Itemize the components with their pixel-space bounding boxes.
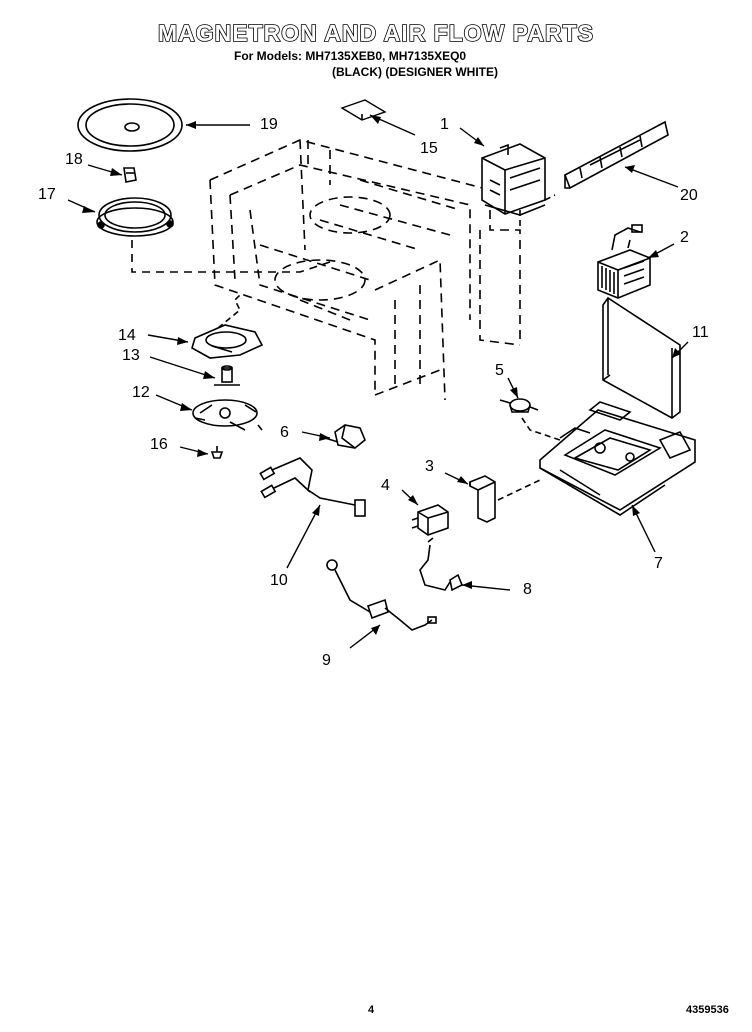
- tray-coupler: [123, 167, 137, 183]
- high-voltage-capacitor: [411, 504, 449, 536]
- page-number: 4: [368, 1004, 375, 1016]
- roller-support: [96, 197, 174, 237]
- callout-12: 12: [132, 384, 150, 401]
- high-voltage-diode: [419, 537, 464, 592]
- callout-16: 16: [150, 436, 168, 453]
- callout-14: 14: [118, 327, 136, 344]
- callout-20: 20: [680, 187, 698, 204]
- fan-hub: [214, 365, 240, 386]
- callout-8: 8: [523, 581, 532, 598]
- fan-blade: [191, 294, 264, 359]
- cooling-fan: [192, 399, 263, 431]
- callout-17: 17: [38, 186, 56, 203]
- callout-7: 7: [654, 555, 663, 572]
- callout-3: 3: [425, 458, 434, 475]
- screw: [210, 446, 224, 459]
- callout-5: 5: [495, 362, 504, 379]
- colors-line: (BLACK) (DESIGNER WHITE): [332, 65, 498, 79]
- callout-6: 6: [280, 424, 289, 441]
- page-title: MAGNETRON AND AIR FLOW PARTS: [157, 19, 594, 47]
- air-guide: [563, 120, 669, 190]
- magnetron: [481, 143, 546, 216]
- callout-13: 13: [122, 347, 140, 364]
- document-number: 4359536: [686, 1004, 729, 1016]
- air-duct-plate: [602, 296, 681, 419]
- arrowheads: [82, 115, 681, 635]
- mounting-bracket: [469, 475, 496, 523]
- glass-tray: [77, 98, 183, 152]
- callout-15: 15: [420, 140, 438, 157]
- callout-2: 2: [680, 229, 689, 246]
- fan-motor: [324, 424, 366, 449]
- callout-10: 10: [270, 572, 288, 589]
- oven-cavity-outline: [209, 139, 521, 401]
- leader-lines: [67, 114, 689, 649]
- callout-18: 18: [65, 151, 83, 168]
- callout-11: 11: [692, 324, 709, 341]
- callout-4: 4: [381, 477, 390, 494]
- base-plate: [539, 401, 696, 516]
- models-line: For Models: MH7135XEB0, MH7135XEQ0: [234, 49, 467, 63]
- callout-1: 1: [440, 116, 449, 133]
- callout-19: 19: [260, 116, 278, 133]
- waveguide-cover: [340, 99, 387, 121]
- transformer: [597, 224, 651, 299]
- wire-harness: [259, 457, 366, 517]
- callout-9: 9: [322, 652, 331, 669]
- thermistor: [326, 559, 437, 631]
- thermal-cutout: [499, 398, 539, 413]
